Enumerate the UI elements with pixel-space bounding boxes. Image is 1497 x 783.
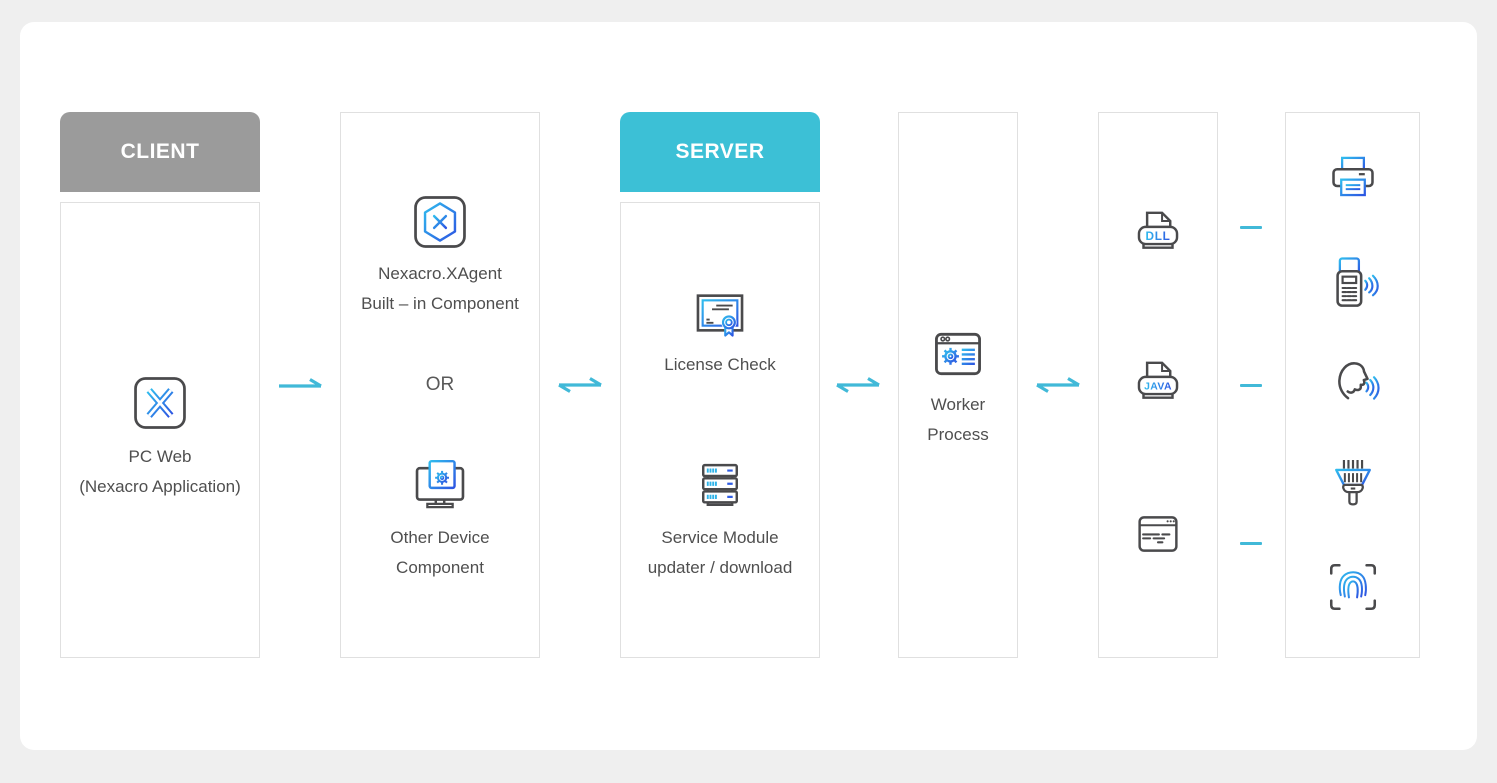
nexacro-x-icon: [131, 374, 189, 432]
connector-dash: [1240, 542, 1262, 546]
dll-file-text: DLL: [1145, 230, 1170, 243]
worker-process-icon: [928, 324, 988, 384]
server-header: SERVER: [620, 112, 820, 192]
fingerprint-scanner-icon: [1324, 558, 1382, 616]
script-window-icon: [1130, 506, 1186, 562]
service-module-label-line2: updater / download: [647, 558, 793, 577]
worker-box: [898, 112, 1018, 658]
server-header-label: SERVER: [675, 140, 765, 163]
service-module-label-line1: Service Module: [661, 528, 779, 547]
card-terminal-icon: [1324, 254, 1382, 312]
agent-bottom-label-line2: Component: [396, 558, 484, 577]
server-stack-icon: [691, 457, 749, 515]
arrow-bidirectional-icon: [557, 376, 603, 394]
connector-dash: [1240, 384, 1262, 388]
agent-top-label-line1: Nexacro.XAgent: [378, 264, 502, 283]
voice-recognition-icon: [1324, 356, 1382, 414]
barcode-scanner-icon: [1324, 455, 1382, 513]
client-header: CLIENT: [60, 112, 260, 192]
client-label: PC Web (Nexacro Application): [50, 442, 270, 502]
other-device-monitor-icon: [410, 456, 470, 516]
agent-bottom-label: Other Device Component: [330, 523, 550, 583]
agent-top-label: Nexacro.XAgent Built – in Component: [330, 259, 550, 319]
java-file-icon: JAVA: [1129, 356, 1187, 414]
printer-icon: [1324, 152, 1382, 210]
service-module-label: Service Module updater / download: [610, 523, 830, 583]
license-label: License Check: [664, 355, 776, 374]
agent-bottom-label-line1: Other Device: [390, 528, 490, 547]
worker-label: Worker Process: [888, 390, 1028, 450]
worker-label-line1: Worker: [930, 395, 986, 414]
dll-file-icon: DLL: [1129, 206, 1187, 264]
arrow-bidirectional-icon: [1035, 376, 1081, 394]
agent-top-label-line2: Built – in Component: [361, 294, 519, 313]
arrow-bidirectional-icon: [835, 376, 881, 394]
worker-label-line2: Process: [927, 425, 989, 444]
or-divider: OR: [425, 374, 455, 395]
server-box: [620, 202, 820, 658]
java-file-text: JAVA: [1144, 382, 1172, 393]
license-certificate-icon: [690, 283, 750, 343]
client-box: [60, 202, 260, 658]
arrow-right-icon: [277, 376, 323, 394]
xagent-hexagon-icon: [411, 193, 469, 251]
client-header-label: CLIENT: [120, 140, 200, 163]
connector-dash: [1240, 226, 1262, 230]
devices-box: [1285, 112, 1420, 658]
client-label-line2: (Nexacro Application): [79, 477, 241, 496]
client-label-line1: PC Web: [128, 447, 192, 466]
